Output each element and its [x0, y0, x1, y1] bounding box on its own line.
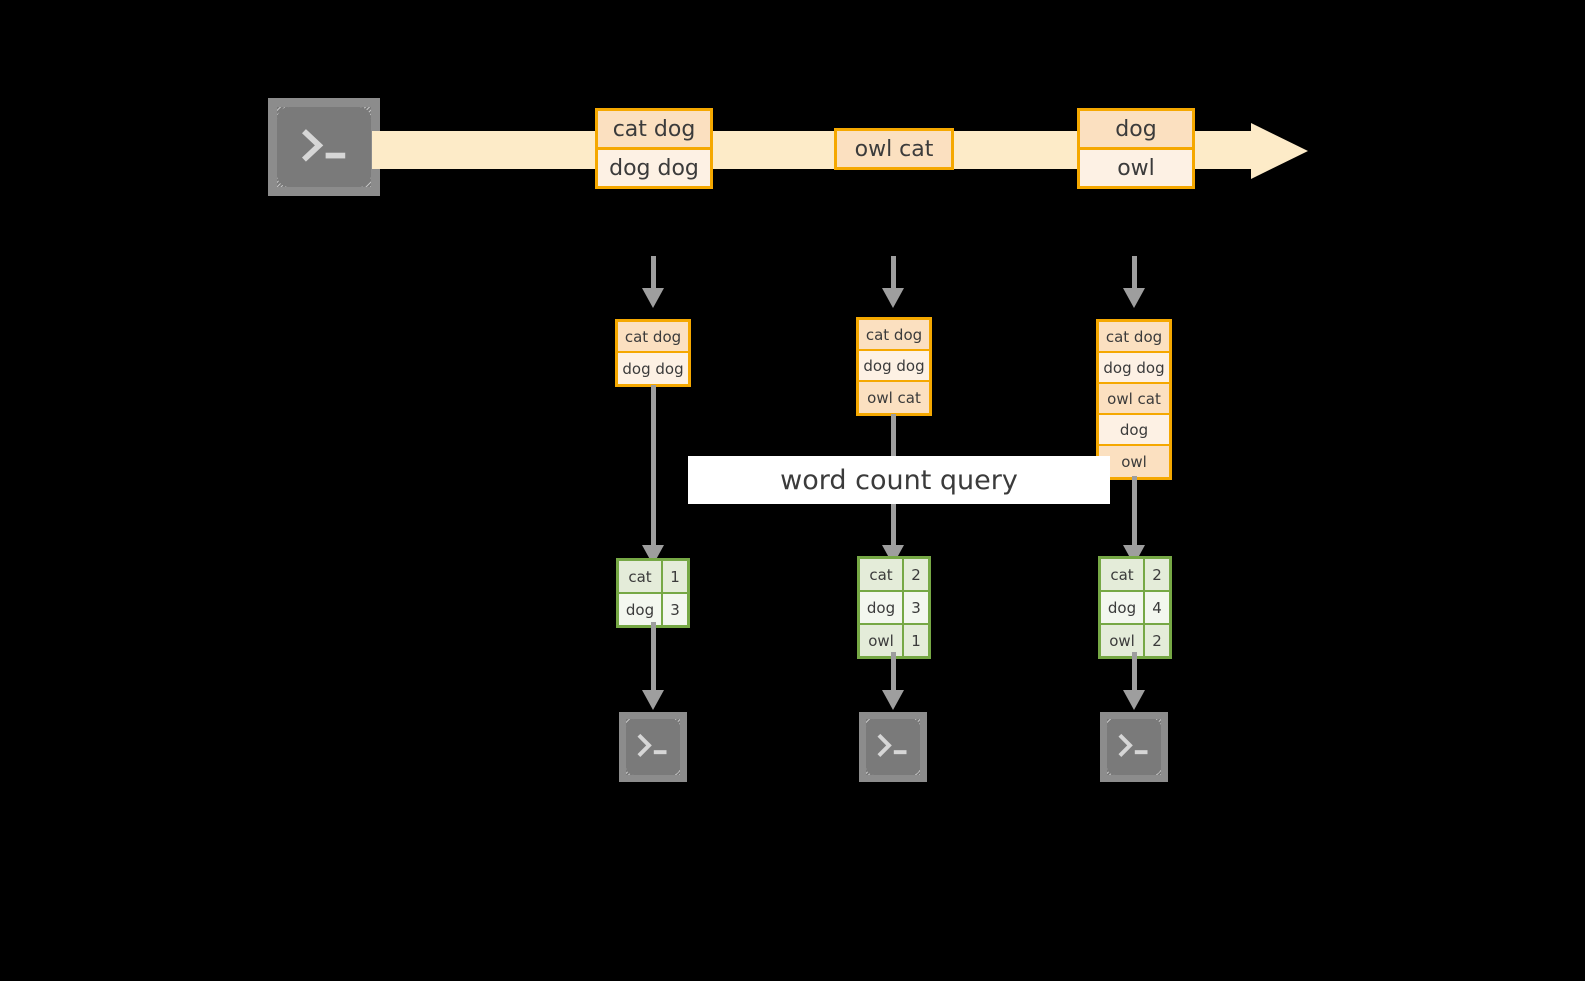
terminal-screen [1107, 719, 1161, 775]
stream-event-box: dog [1077, 108, 1195, 150]
result-to-sink-arrowhead [1123, 690, 1145, 710]
count-cell: 1 [663, 561, 687, 592]
terminal-prompt-icon [877, 733, 907, 757]
word-cell: cat [1101, 559, 1145, 590]
word-count-result-table: cat 2 dog 4 owl 2 [1098, 556, 1172, 659]
table-row: dog 4 [1101, 592, 1169, 625]
terminal-screen [277, 107, 371, 187]
result-to-sink-arrowhead [642, 690, 664, 710]
result-to-sink-connector [1132, 652, 1137, 694]
count-cell: 3 [904, 592, 928, 623]
state-to-result-connector [651, 385, 656, 553]
table-row: cat 2 [1101, 559, 1169, 592]
count-cell: 1 [904, 625, 928, 656]
terminal-prompt-icon [1118, 733, 1148, 757]
table-row: cat 1 [619, 561, 687, 594]
stream-to-state-connector [651, 256, 656, 290]
accumulated-event-row: owl cat [1099, 384, 1169, 415]
stream-event-box: dog dog [595, 147, 713, 189]
sink-terminal-icon [1100, 712, 1168, 782]
table-row: dog 3 [619, 594, 687, 625]
stream-event-box: owl [1077, 147, 1195, 189]
source-terminal-icon [268, 98, 380, 196]
accumulated-event-row: cat dog [859, 320, 929, 351]
count-cell: 4 [1145, 592, 1169, 623]
terminal-prompt-icon [302, 129, 346, 162]
word-cell: dog [860, 592, 904, 623]
table-row: dog 3 [860, 592, 928, 625]
word-count-result-table: cat 2 dog 3 owl 1 [857, 556, 931, 659]
accumulated-event-row: dog dog [618, 353, 688, 384]
sink-terminal-icon [859, 712, 927, 782]
count-cell: 2 [904, 559, 928, 590]
stream-event-box: cat dog [595, 108, 713, 150]
stream-event-box: owl cat [834, 128, 954, 170]
accumulated-event-row: dog dog [859, 351, 929, 382]
accumulated-event-row: owl cat [859, 382, 929, 413]
word-cell: cat [619, 561, 663, 592]
count-cell: 3 [663, 594, 687, 625]
table-row: owl 2 [1101, 625, 1169, 656]
stream-to-state-arrowhead [882, 288, 904, 308]
table-row: owl 1 [860, 625, 928, 656]
query-label-banner: word count query [688, 456, 1110, 504]
result-to-sink-connector [891, 652, 896, 694]
result-to-sink-connector [651, 622, 656, 694]
accumulated-events-stack: cat dog dog dog [615, 319, 691, 387]
terminal-prompt-icon [637, 733, 667, 757]
sink-terminal-icon [619, 712, 687, 782]
accumulated-events-stack: cat dog dog dog owl cat dog owl [1096, 319, 1172, 480]
accumulated-event-row: dog dog [1099, 353, 1169, 384]
accumulated-event-row: cat dog [618, 322, 688, 353]
word-count-result-table: cat 1 dog 3 [616, 558, 690, 628]
word-cell: owl [860, 625, 904, 656]
accumulated-event-row: dog [1099, 415, 1169, 446]
accumulated-events-stack: cat dog dog dog owl cat [856, 317, 932, 416]
table-row: cat 2 [860, 559, 928, 592]
accumulated-event-row: owl [1099, 446, 1169, 477]
stream-to-state-connector [891, 256, 896, 290]
word-cell: dog [619, 594, 663, 625]
event-stream-arrowhead [1251, 123, 1308, 179]
count-cell: 2 [1145, 625, 1169, 656]
result-to-sink-arrowhead [882, 690, 904, 710]
word-cell: owl [1101, 625, 1145, 656]
terminal-screen [866, 719, 920, 775]
count-cell: 2 [1145, 559, 1169, 590]
word-cell: cat [860, 559, 904, 590]
stream-to-state-arrowhead [1123, 288, 1145, 308]
stream-to-state-connector [1132, 256, 1137, 290]
stream-to-state-arrowhead [642, 288, 664, 308]
accumulated-event-row: cat dog [1099, 322, 1169, 353]
state-to-result-connector [1132, 476, 1137, 553]
terminal-screen [626, 719, 680, 775]
word-cell: dog [1101, 592, 1145, 623]
